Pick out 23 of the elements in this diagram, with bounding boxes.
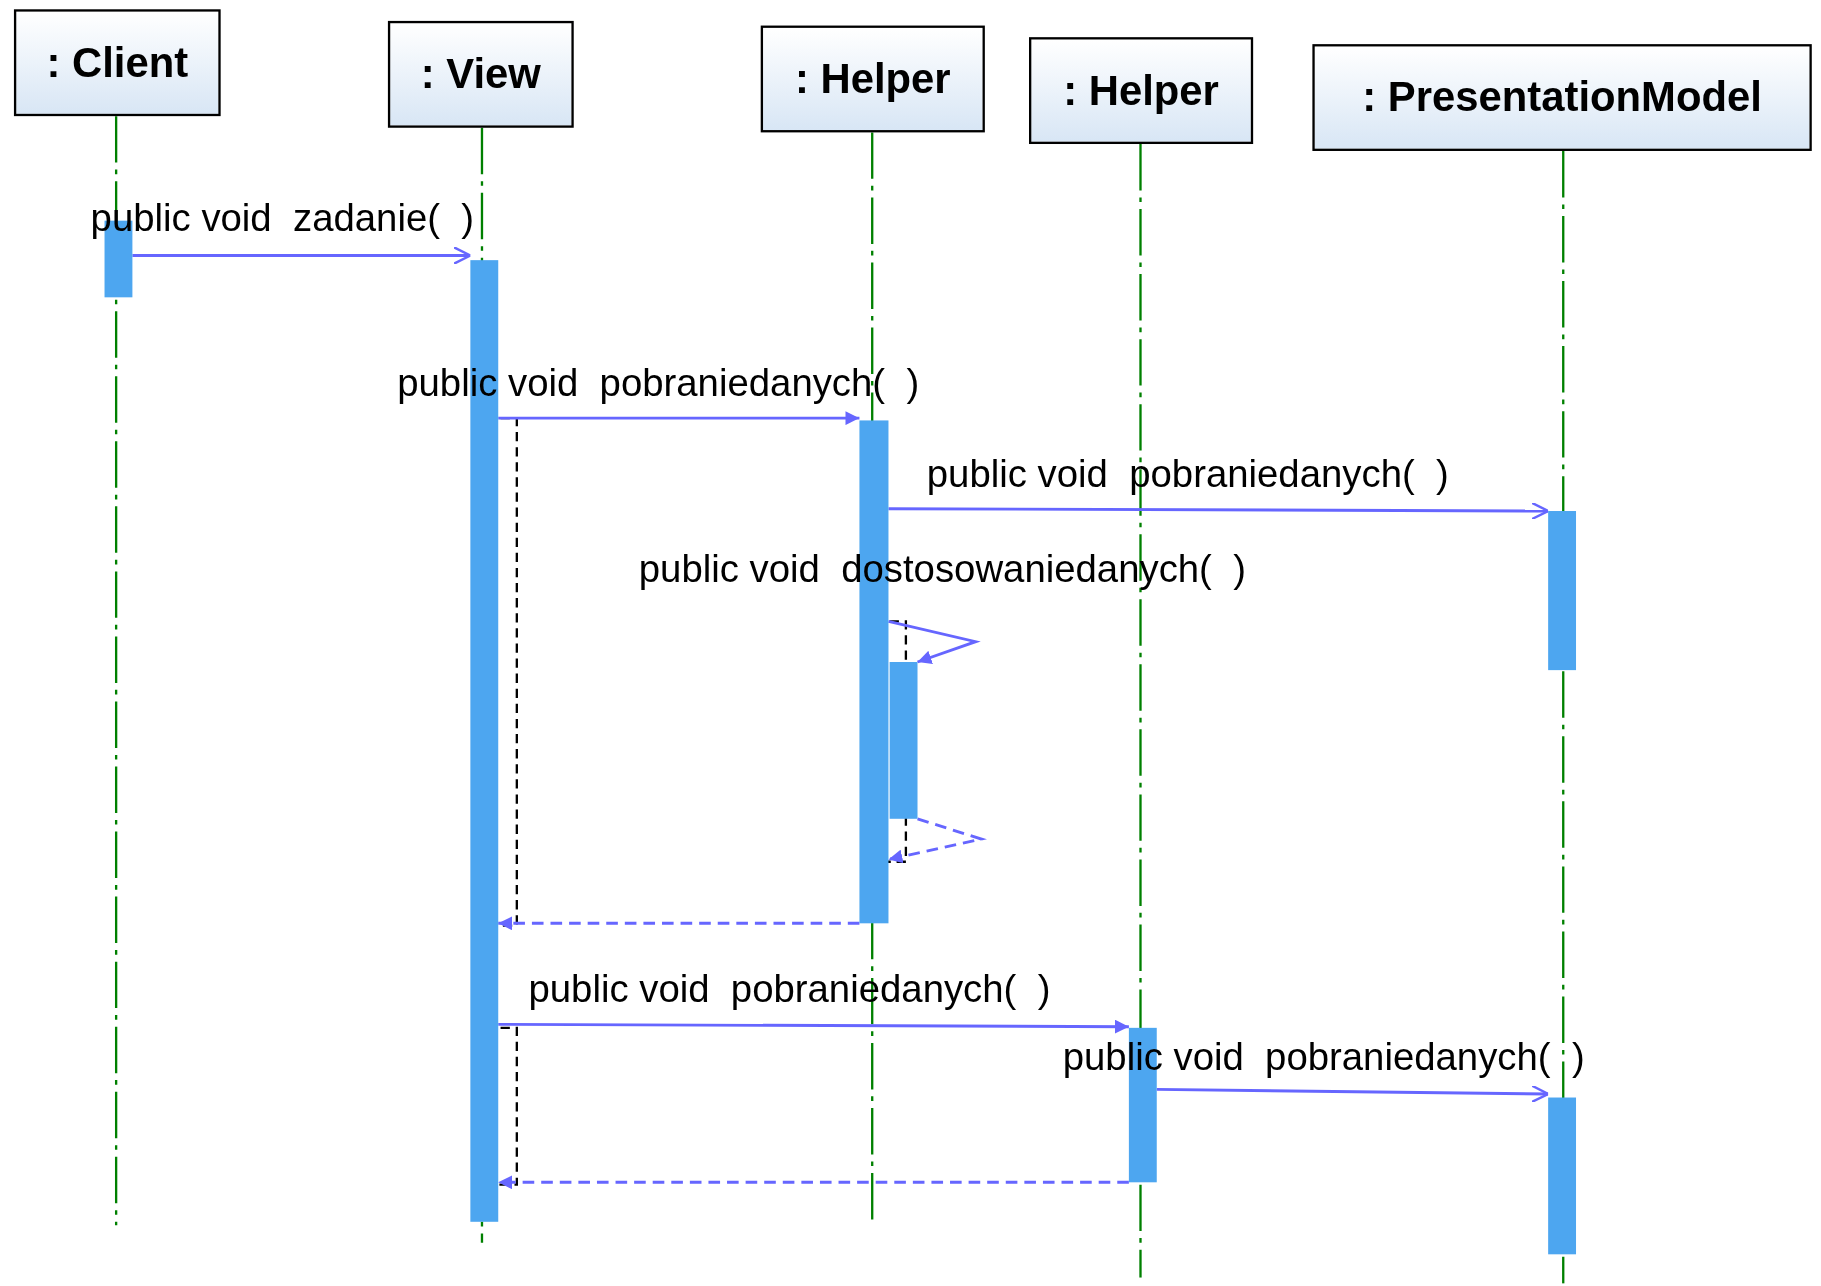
lifeline-header: [1312, 44, 1812, 151]
activation-bar: [889, 662, 918, 819]
message-arrow: [1156, 1084, 1550, 1104]
lifeline-header: [760, 25, 985, 133]
object-name: : Helper: [794, 54, 951, 104]
object-name: : PresentationModel: [1362, 73, 1762, 122]
message-arrow: [132, 246, 472, 265]
lifeline-header: [1029, 37, 1254, 144]
lifeline-header: [13, 9, 221, 117]
message-arrow: [498, 1019, 1129, 1034]
return-arrow: [498, 916, 860, 931]
message-arrow: [888, 501, 1550, 521]
object-name: : View: [420, 49, 541, 99]
lifeline-header: [387, 20, 574, 128]
object-name: : Helper: [1063, 66, 1219, 115]
return-arrow: [888, 817, 987, 864]
message-arrow: [888, 619, 981, 664]
activation-bar: [1548, 1097, 1576, 1255]
return-arrow: [498, 1175, 1129, 1190]
object-name: : Client: [46, 38, 189, 88]
message-label: public void pobraniedanych( ): [926, 450, 1449, 497]
message-arrow: [498, 411, 860, 426]
activation-bar: [1548, 511, 1576, 671]
